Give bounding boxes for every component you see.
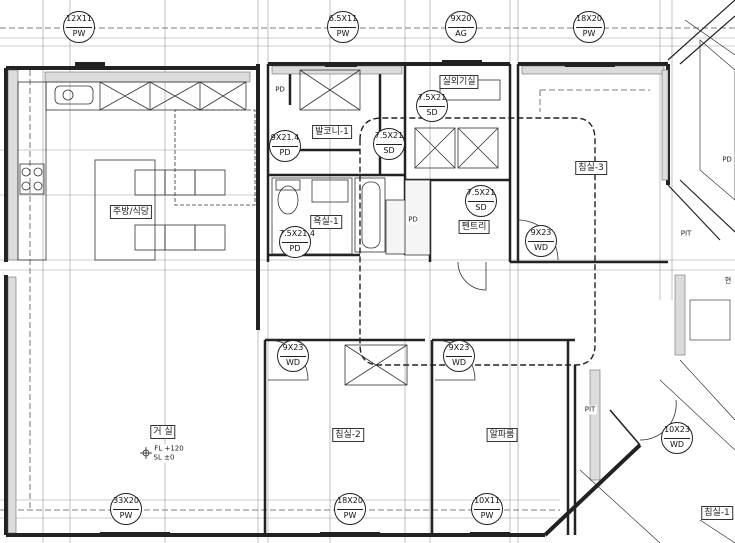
window-bars — [75, 60, 615, 537]
room-label-bath: 욕실-1 — [310, 215, 342, 229]
room-label-outdoor-unit: 실외기실 — [439, 75, 479, 89]
room-label-balcony: 발코니-1 — [312, 125, 352, 139]
kitchen-counter — [17, 81, 247, 261]
dashed-lines — [0, 27, 735, 511]
room-label-pantry: 펜트리 — [458, 220, 490, 234]
tag-partial: 현 — [723, 276, 733, 286]
tag-pd: PD — [407, 215, 419, 225]
level-marker-icon — [140, 447, 152, 459]
room-label-bed1: 침실-1 — [701, 506, 733, 520]
tag-pd: PD — [274, 85, 286, 95]
dining-table — [94, 109, 256, 261]
level-fl: FL +120 — [153, 444, 185, 454]
room-label-bed2: 침실-2 — [332, 428, 364, 442]
room-label-bed3: 침실-3 — [575, 161, 607, 175]
level-sl: SL ±0 — [152, 453, 176, 463]
room-label-kitchen: 주방/식당 — [109, 205, 153, 219]
tag-pit: PIT — [679, 229, 693, 239]
room-label-alpha: 알파룸 — [486, 428, 518, 442]
room-label-living: 거 실 — [150, 425, 176, 439]
door-swings — [267, 219, 677, 441]
tag-pit: PIT — [583, 405, 597, 415]
diagonal-walls — [579, 0, 735, 543]
tag-pd: PD — [721, 155, 733, 165]
